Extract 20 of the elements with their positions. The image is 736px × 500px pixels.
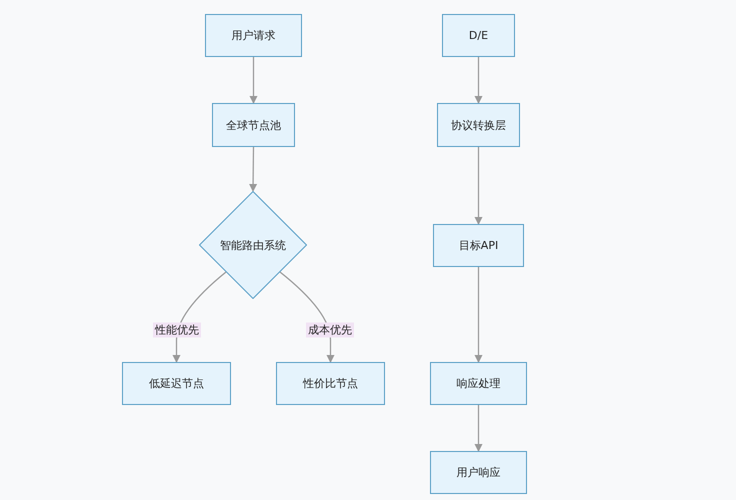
process-box: 全球节点池 — [212, 103, 295, 147]
process-box: 用户响应 — [430, 451, 527, 494]
process-box: 性价比节点 — [276, 362, 385, 405]
arrow — [474, 147, 482, 225]
decision-diamond: 智能路由系统 — [199, 191, 307, 299]
edge-label: 性能优先 — [153, 322, 201, 338]
arrow — [474, 57, 482, 104]
arrow — [250, 57, 258, 104]
arrow — [172, 272, 226, 363]
arrow — [474, 405, 482, 452]
process-box: 协议转换层 — [437, 103, 520, 147]
process-box: D/E — [442, 14, 515, 57]
edge-label: 成本优先 — [306, 322, 354, 338]
arrow — [249, 147, 258, 192]
process-box: 目标API — [433, 224, 524, 267]
process-box: 用户请求 — [205, 14, 302, 57]
process-box: 低延迟节点 — [122, 362, 231, 405]
arrow — [280, 272, 334, 363]
process-box: 响应处理 — [430, 362, 527, 405]
arrow — [474, 267, 482, 363]
